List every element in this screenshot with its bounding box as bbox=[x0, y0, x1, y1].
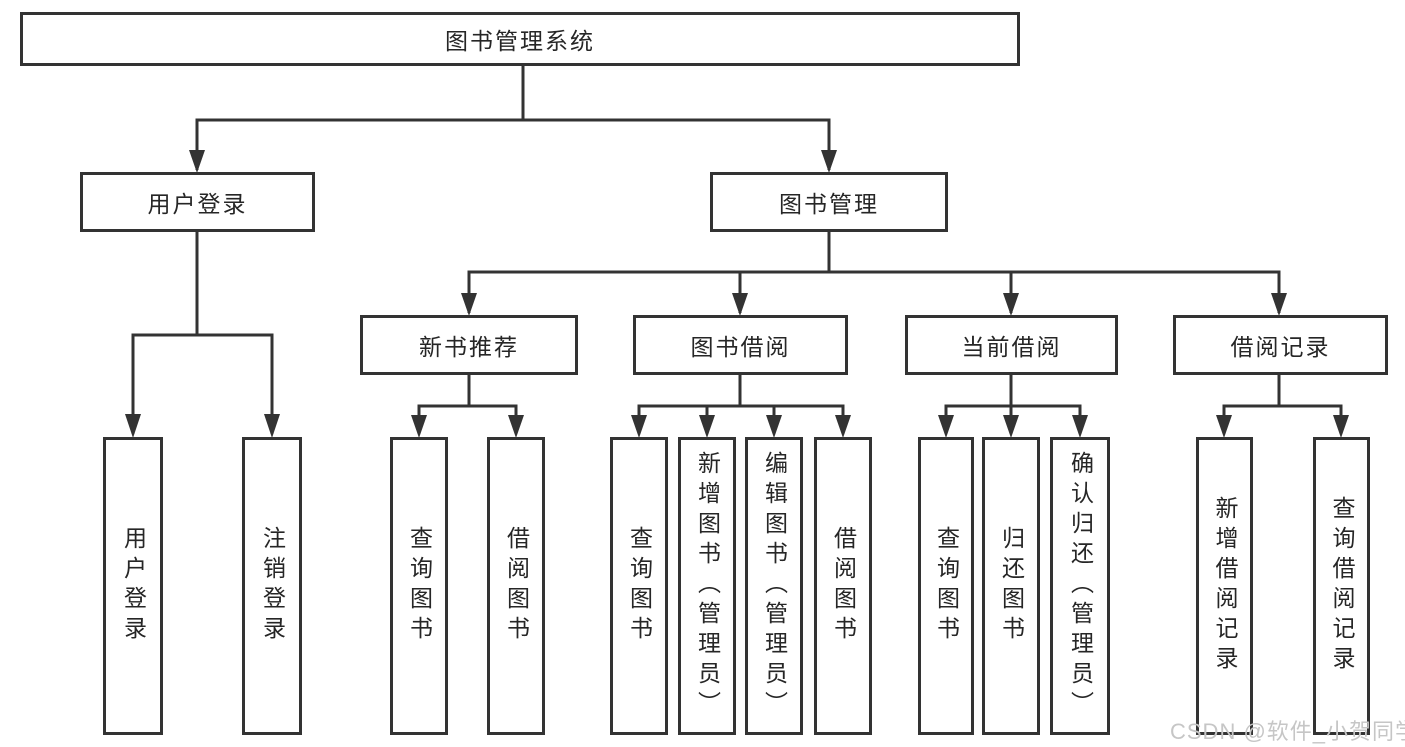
connector-currentborrow-to-leaves bbox=[938, 375, 1088, 438]
leaf-label: 新增图书（管理员） bbox=[694, 451, 721, 721]
node-leaf-logout: 注销登录 bbox=[242, 437, 302, 735]
arrowhead-icon bbox=[766, 415, 782, 438]
connector-userlogin-to-leaves bbox=[125, 232, 280, 438]
leaf-label: 借阅图书 bbox=[503, 526, 530, 646]
node-leaf-query-books-2: 查询图书 bbox=[610, 437, 668, 735]
node-leaf-return-book: 归还图书 bbox=[982, 437, 1040, 735]
arrowhead-icon bbox=[508, 415, 524, 438]
leaf-label: 编辑图书（管理员） bbox=[761, 451, 788, 721]
leaf-label: 借阅图书 bbox=[830, 526, 857, 646]
leaf-label: 查询图书 bbox=[406, 526, 433, 646]
arrowhead-icon bbox=[1003, 293, 1019, 316]
node-leaf-confirm-return-admin: 确认归还（管理员） bbox=[1050, 437, 1110, 735]
arrowhead-icon bbox=[264, 414, 280, 438]
leaf-label: 新增借阅记录 bbox=[1212, 496, 1238, 676]
node-book-borrow: 图书借阅 bbox=[633, 315, 848, 375]
node-book-management: 图书管理 bbox=[710, 172, 948, 232]
connector-recommend-to-leaves bbox=[411, 375, 524, 438]
arrowhead-icon bbox=[1216, 415, 1232, 438]
connector-records-to-leaves bbox=[1216, 375, 1349, 438]
arrowhead-icon bbox=[732, 293, 748, 316]
leaf-label: 查询借阅记录 bbox=[1329, 496, 1355, 676]
leaf-label: 查询图书 bbox=[626, 526, 653, 646]
node-root-system: 图书管理系统 bbox=[20, 12, 1020, 66]
leaf-label: 确认归还（管理员） bbox=[1067, 451, 1094, 721]
node-leaf-query-books-1: 查询图书 bbox=[390, 437, 448, 735]
arrowhead-icon bbox=[125, 414, 141, 438]
arrowhead-icon bbox=[411, 415, 427, 438]
leaf-label: 归还图书 bbox=[998, 526, 1025, 646]
node-current-borrow: 当前借阅 bbox=[905, 315, 1118, 375]
node-new-book-recommend: 新书推荐 bbox=[360, 315, 578, 375]
node-leaf-user-login: 用户登录 bbox=[103, 437, 163, 735]
node-leaf-edit-book-admin: 编辑图书（管理员） bbox=[745, 437, 803, 735]
node-user-login: 用户登录 bbox=[80, 172, 315, 232]
leaf-label: 用户登录 bbox=[120, 526, 147, 646]
arrowhead-icon bbox=[1271, 293, 1287, 316]
node-leaf-borrow-books-1: 借阅图书 bbox=[487, 437, 545, 735]
node-leaf-add-borrow-record: 新增借阅记录 bbox=[1196, 437, 1253, 735]
csdn-watermark: CSDN @软件_小贺同学 bbox=[1170, 719, 1405, 744]
node-borrow-records: 借阅记录 bbox=[1173, 315, 1388, 375]
arrowhead-icon bbox=[1333, 415, 1349, 438]
arrowhead-icon bbox=[189, 150, 205, 173]
leaf-label: 注销登录 bbox=[259, 526, 286, 646]
node-leaf-query-borrow-record: 查询借阅记录 bbox=[1313, 437, 1370, 735]
arrowhead-icon bbox=[835, 415, 851, 438]
arrowhead-icon bbox=[631, 415, 647, 438]
node-leaf-add-book-admin: 新增图书（管理员） bbox=[678, 437, 736, 735]
arrowhead-icon bbox=[1072, 415, 1088, 438]
arrowhead-icon bbox=[938, 415, 954, 438]
arrowhead-icon bbox=[821, 150, 837, 173]
arrowhead-icon bbox=[461, 293, 477, 316]
node-leaf-query-books-3: 查询图书 bbox=[918, 437, 974, 735]
arrowhead-icon bbox=[1003, 415, 1019, 438]
connector-bookmgmt-to-level3 bbox=[461, 232, 1287, 316]
connector-bookborrow-to-leaves bbox=[631, 375, 851, 438]
leaf-label: 查询图书 bbox=[933, 526, 960, 646]
node-leaf-borrow-books-2: 借阅图书 bbox=[814, 437, 872, 735]
connector-root-to-level2 bbox=[189, 64, 837, 173]
arrowhead-icon bbox=[699, 415, 715, 438]
